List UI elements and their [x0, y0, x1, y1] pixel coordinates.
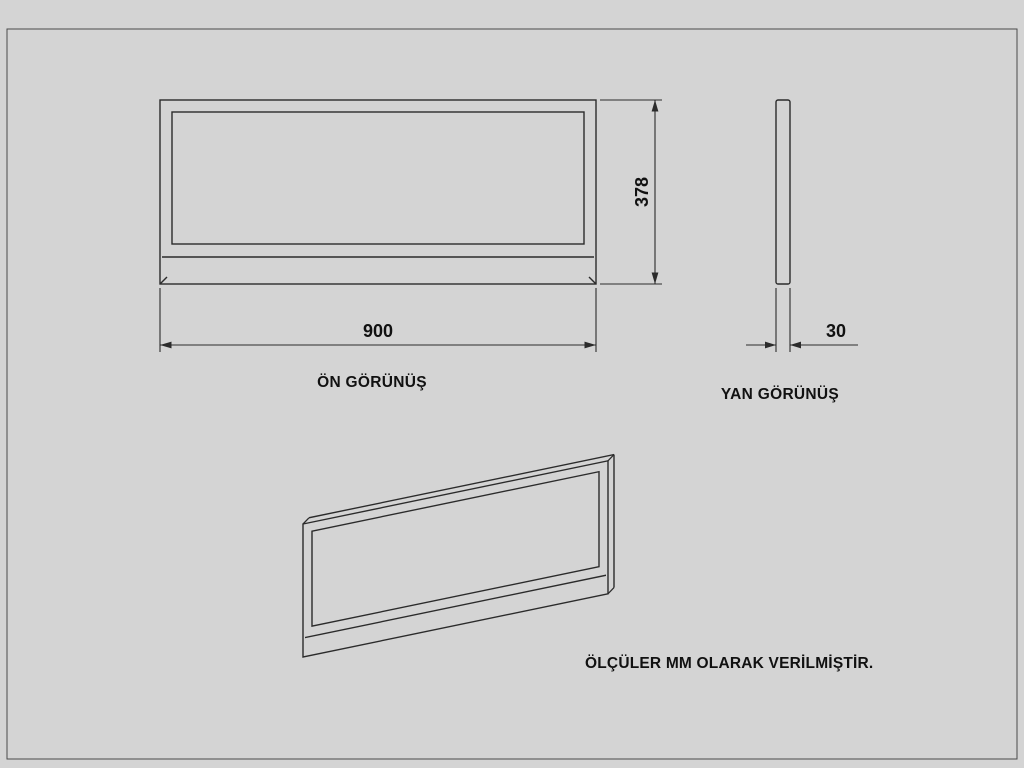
arrowhead-right: [765, 341, 776, 349]
front-corner-chamfer-right: [588, 276, 597, 285]
side-view: [775, 99, 791, 285]
iso-depth-corner: [607, 587, 615, 595]
front-outer-frame: [159, 99, 597, 285]
arrowhead-right: [584, 341, 596, 349]
arrowhead-up: [651, 100, 659, 112]
side-profile: [775, 99, 791, 285]
dim-width-value: 900: [363, 321, 393, 341]
iso-bottom-rail-line: [305, 574, 606, 639]
dim-width: 900: [159, 288, 597, 352]
dim-thickness: 30: [746, 288, 858, 352]
iso-outer-frame: [302, 459, 609, 658]
front-view-label: ÖN GÖRÜNÜŞ: [317, 374, 427, 391]
iso-depth-corner: [607, 454, 615, 462]
sheet-border: [6, 28, 1018, 760]
dim-height: 378: [600, 99, 662, 285]
iso-depth-corner: [302, 517, 310, 525]
iso-inner-panel: [311, 470, 600, 627]
front-corner-chamfer-left: [159, 276, 168, 285]
arrowhead-left: [790, 341, 801, 349]
side-view-label: YAN GÖRÜNÜŞ: [721, 386, 839, 403]
dim-height-value: 378: [632, 177, 652, 207]
front-inner-panel: [171, 111, 585, 245]
dim-thickness-value: 30: [826, 321, 846, 341]
arrowhead-left: [160, 341, 172, 349]
arrowhead-down: [651, 272, 659, 284]
units-note: ÖLÇÜLER MM OLARAK VERİLMİŞTİR.: [585, 655, 873, 672]
iso-view: [302, 453, 615, 658]
iso-depth-top-edge: [309, 453, 614, 519]
front-view: [159, 99, 597, 285]
